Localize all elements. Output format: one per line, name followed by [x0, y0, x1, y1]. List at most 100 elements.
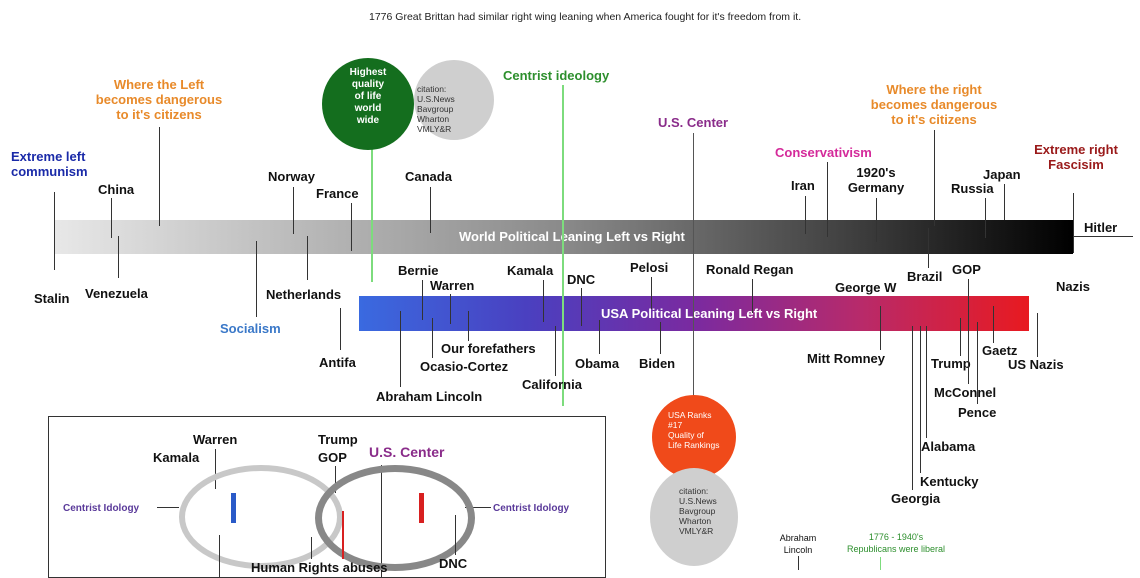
inset-centrist-right: Centrist Idology — [493, 503, 570, 514]
label-kentucky: Kentucky — [920, 474, 979, 489]
label-george-w: George W — [835, 280, 897, 295]
ocasio-line — [432, 318, 433, 358]
label-socialism: Socialism — [220, 321, 281, 336]
citation-circle-top — [414, 60, 494, 140]
inset-right-marker — [419, 493, 424, 523]
brazil-line — [928, 228, 929, 268]
inset-label-dnc: DNC — [439, 556, 468, 571]
label-abraham-lincoln: Abraham Lincoln — [376, 389, 483, 404]
label-alabama: Alabama — [921, 439, 976, 454]
inset-label-human-rights: Human Rights abuses — [251, 560, 388, 575]
label-california: California — [522, 377, 582, 392]
green-circle-line — [371, 140, 373, 282]
usa-leaning-bar: USA Political Leaning Left vs Right — [359, 296, 1029, 331]
label-nazis: Nazis — [1056, 279, 1090, 294]
dnc-line — [581, 288, 582, 326]
pelosi-line — [651, 277, 652, 309]
georgia-line — [912, 326, 913, 490]
label-netherlands: Netherlands — [266, 287, 342, 302]
conservatism-line — [827, 162, 828, 237]
trump-line — [960, 318, 961, 356]
conservatism-label: Conservativism — [775, 145, 872, 160]
inset-human-rights-line — [311, 537, 312, 559]
iran-line — [805, 196, 806, 234]
label-canada: Canada — [405, 169, 452, 184]
us-center-line — [693, 133, 694, 398]
alabama-line — [926, 326, 927, 438]
centrist-ideology-label: Centrist ideology — [503, 68, 610, 83]
label-obama: Obama — [575, 356, 620, 371]
label-brazil: Brazil — [907, 269, 943, 284]
norway-line — [293, 187, 294, 234]
left-danger-line — [159, 127, 160, 226]
inset-right-ring — [315, 465, 475, 571]
label-kamala: Kamala — [507, 263, 554, 278]
inset-human-rights-red-line — [342, 511, 344, 559]
bernie-line — [422, 280, 423, 320]
label-iran: Iran — [791, 178, 815, 193]
label-biden: Biden — [639, 356, 676, 371]
label-gop: GOP — [952, 262, 981, 277]
antifa-line — [340, 308, 341, 350]
inset-bottom-left-line — [219, 535, 220, 577]
label-dnc: DNC — [567, 272, 596, 287]
biden-line — [660, 322, 661, 354]
china-line — [111, 198, 112, 238]
label-venezuela: Venezuela — [85, 286, 148, 301]
inset-left-marker — [231, 493, 236, 523]
label-japan: Japan — [983, 167, 1021, 182]
usa-rank-circle — [652, 395, 736, 479]
kentucky-line — [920, 326, 921, 473]
label-georgia: Georgia — [891, 491, 941, 506]
world-bar-end-vertical — [1073, 193, 1074, 253]
japan-line — [1004, 184, 1005, 220]
label-pelosi: Pelosi — [630, 260, 669, 275]
world-bar-title: World Political Leaning Left vs Right — [459, 229, 685, 244]
label-norway: Norway — [268, 169, 315, 184]
inset-gop-line — [335, 466, 336, 493]
inset-center-diagram: Warren Kamala Trump GOP U.S. Center Cent… — [48, 416, 606, 578]
label-mitt-romney: Mitt Romney — [807, 351, 885, 366]
label-bernie: Bernie — [398, 263, 439, 278]
inset-label-kamala: Kamala — [153, 450, 200, 465]
obama-line — [599, 320, 600, 354]
label-trump: Trump — [931, 356, 971, 371]
ronald-regan-line — [752, 279, 753, 313]
usa-bar-title: USA Political Leaning Left vs Right — [601, 306, 818, 321]
warren-line — [450, 294, 451, 324]
label-gaetz: Gaetz — [982, 343, 1018, 358]
label-warren: Warren — [430, 278, 475, 293]
us-nazis-line — [1037, 313, 1038, 357]
venezuela-line — [118, 236, 119, 278]
world-bar-start-vertical — [54, 192, 55, 270]
mitt-line — [880, 306, 881, 350]
label-pence: Pence — [958, 405, 997, 420]
gop-line — [968, 279, 969, 337]
citation-circle-bottom — [650, 468, 738, 566]
forefathers-line — [468, 311, 469, 341]
socialism-line — [256, 241, 257, 317]
right-danger-line — [934, 130, 935, 226]
inset-dnc-line — [455, 515, 456, 555]
inset-label-us-center: U.S. Center — [369, 444, 445, 460]
inset-warren-line — [215, 449, 216, 489]
gaetz-line — [993, 306, 994, 343]
kamala-line — [543, 280, 544, 322]
abraham-note-line — [798, 556, 799, 570]
inset-label-gop: GOP — [318, 450, 347, 465]
label-stalin: Stalin — [34, 291, 70, 306]
germany-line — [876, 198, 877, 242]
label-mcconnel: McConnel — [934, 385, 997, 400]
inset-label-trump: Trump — [318, 432, 358, 447]
label-ocasio-cortez: Ocasio-Cortez — [420, 359, 509, 374]
